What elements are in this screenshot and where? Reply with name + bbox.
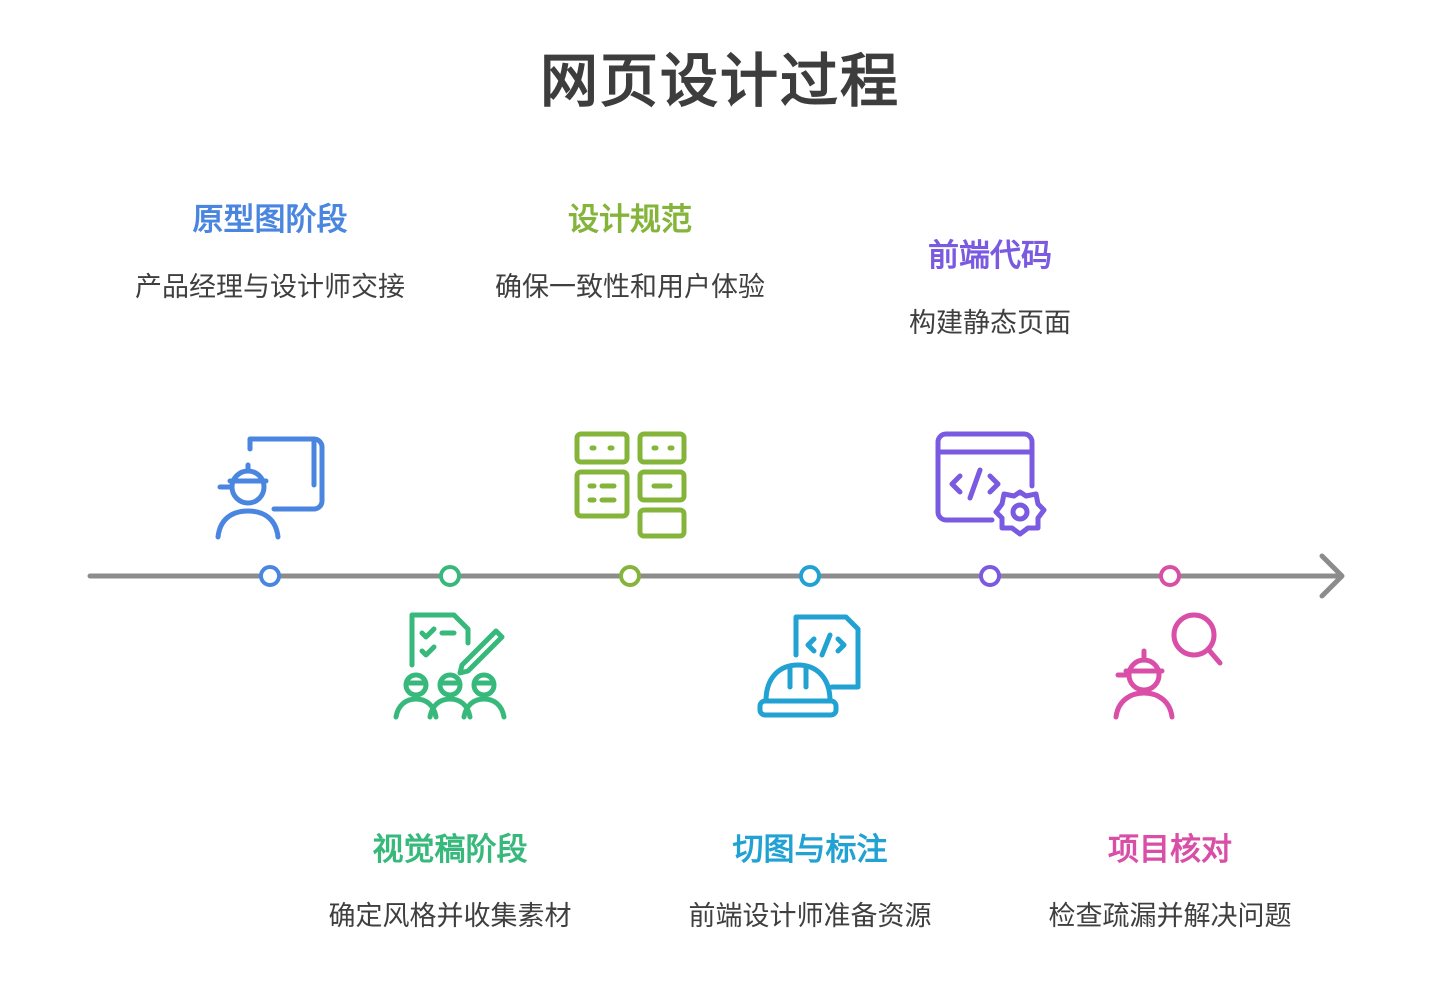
stage-4-heading: 切图与标注: [732, 832, 888, 868]
stage-6-node: [1159, 565, 1181, 587]
stage-5-description: 构建静态页面: [909, 308, 1071, 339]
stage-4-node: [799, 565, 821, 587]
layout-grid-icon: [574, 431, 687, 539]
stage-1-description: 产品经理与设计师交接: [135, 272, 405, 303]
stage-1-node: [259, 565, 281, 587]
stage-4-description: 前端设计师准备资源: [688, 901, 932, 932]
hardhat-code-file-icon: [757, 614, 861, 718]
architect-blueprint-icon: [215, 436, 325, 540]
team-checklist-icon: [393, 612, 507, 720]
stage-2-description: 确定风格并收集素材: [328, 901, 572, 932]
stage-3-heading: 设计规范: [568, 202, 692, 238]
stage-1-heading: 原型图阶段: [192, 202, 348, 238]
stage-6-description: 检查疏漏并解决问题: [1048, 901, 1292, 932]
stage-5-heading: 前端代码: [928, 238, 1052, 274]
inspector-magnifier-icon: [1113, 612, 1223, 720]
stage-3-node: [619, 565, 641, 587]
stage-5-node: [979, 565, 1001, 587]
stage-2-node: [439, 565, 461, 587]
stage-6-heading: 项目核对: [1108, 832, 1232, 868]
diagram-title: 网页设计过程: [539, 47, 900, 115]
stage-3-description: 确保一致性和用户体验: [495, 272, 765, 303]
code-window-gear-icon: [935, 431, 1047, 537]
timeline-arrowhead: [1319, 553, 1345, 599]
stage-2-heading: 视觉稿阶段: [372, 832, 528, 868]
